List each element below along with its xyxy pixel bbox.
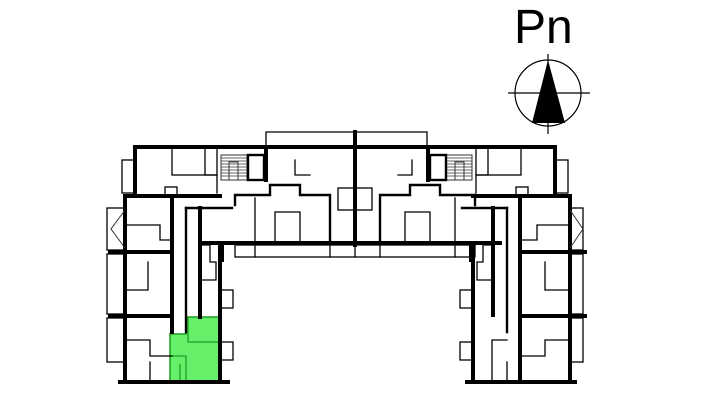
right-wing: [459, 145, 587, 384]
north-label: Pn: [514, 1, 573, 54]
left-wing: [106, 145, 234, 384]
north-arrow-icon: [508, 54, 590, 134]
highlighted-apartment[interactable]: [169, 316, 221, 383]
